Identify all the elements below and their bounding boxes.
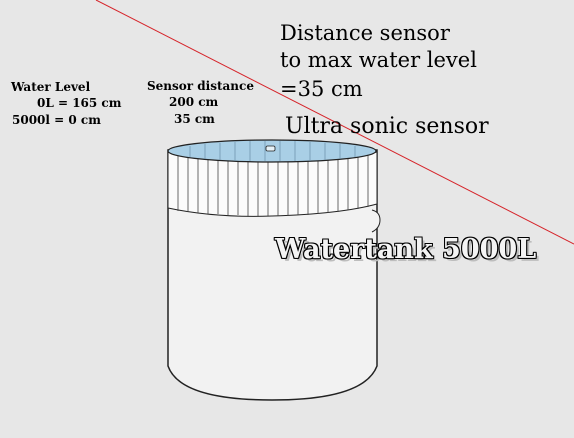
distance-line-1: Distance sensor <box>280 21 450 45</box>
water-level-0l: 0L = 165 cm <box>37 96 122 110</box>
guide-line <box>95 0 574 245</box>
sensor-distance-200: 200 cm <box>169 95 219 109</box>
tank-outlet <box>371 209 381 233</box>
water-level-title: Water Level <box>11 80 91 94</box>
tank-label: Watertank 5000L <box>275 234 537 265</box>
sensor-distance-35: 35 cm <box>174 112 215 126</box>
distance-line-3: =35 cm <box>280 77 363 101</box>
distance-line-2: to max water level <box>280 48 477 72</box>
sensor-distance-title: Sensor distance <box>147 79 254 93</box>
rim-ticks <box>189 141 356 161</box>
water-level-5000l: 5000l = 0 cm <box>12 113 101 127</box>
ultrasonic-sensor-icon <box>265 145 276 152</box>
tank-slats <box>177 155 369 216</box>
ultrasonic-label: Ultra sonic sensor <box>285 114 489 139</box>
